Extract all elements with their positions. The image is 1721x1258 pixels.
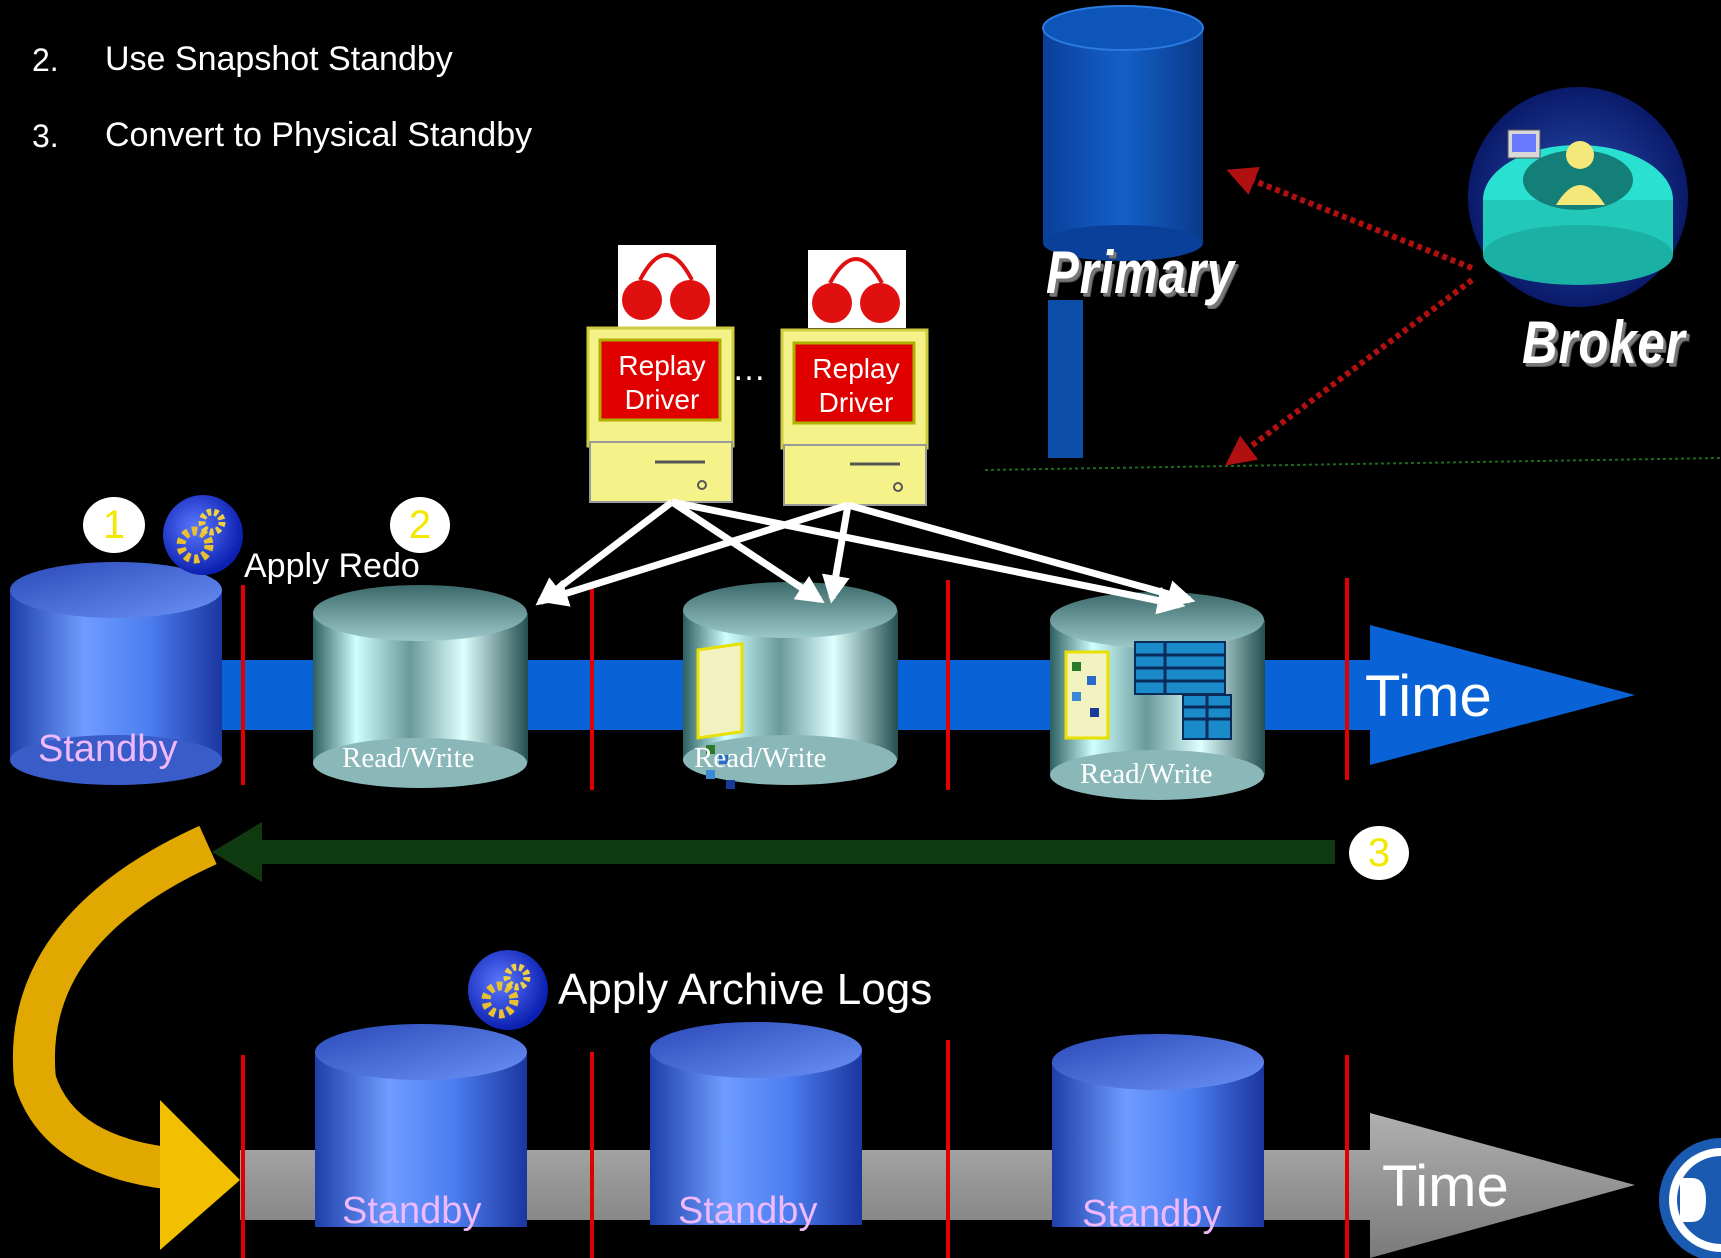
standby-label: Standby bbox=[678, 1190, 818, 1232]
read-write-label: Read/Write bbox=[342, 742, 475, 774]
time-label: Time bbox=[1365, 664, 1492, 729]
red-dividers bbox=[241, 578, 1349, 1258]
replay-driver-label: Replay Driver bbox=[812, 353, 900, 418]
read-write-label: Read/Write bbox=[1080, 758, 1213, 790]
step-text: Convert to Physical Standby bbox=[105, 116, 533, 154]
replay-driver-label: Replay Driver bbox=[618, 350, 706, 415]
grid-table-icon bbox=[696, 642, 744, 789]
gear-icon bbox=[163, 495, 243, 575]
timeline-gray-arrow bbox=[240, 1113, 1635, 1258]
replay-arrows bbox=[535, 498, 1196, 615]
broker-primary-link bbox=[1226, 166, 1474, 271]
site-separator-line bbox=[984, 457, 1721, 471]
standby-database-icon bbox=[315, 1024, 527, 1227]
curve-back-arrow bbox=[12, 825, 240, 1250]
table-stack-icon bbox=[1134, 641, 1232, 740]
apply-redo-label: Apply Redo bbox=[244, 547, 420, 585]
primary-standby-bar bbox=[1048, 300, 1083, 458]
step-text: Use Snapshot Standby bbox=[105, 40, 453, 78]
broker-console-icon bbox=[1468, 87, 1688, 307]
broker-standby-link bbox=[1225, 277, 1474, 466]
ellipsis-label: … bbox=[732, 350, 766, 388]
replay-client-icon bbox=[780, 250, 929, 506]
timeline-blue-arrow bbox=[220, 625, 1635, 765]
standby-label: Standby bbox=[38, 728, 178, 770]
step-badge: 1 bbox=[83, 497, 145, 553]
dell-logo-icon bbox=[1659, 1138, 1721, 1258]
broker-label: Broker bbox=[1522, 309, 1686, 376]
standby-database-icon bbox=[650, 1022, 862, 1225]
primary-database-icon bbox=[1042, 5, 1204, 261]
standby-database-icon bbox=[10, 562, 222, 785]
convert-back-arrow bbox=[212, 822, 1335, 882]
time-label: Time bbox=[1382, 1154, 1509, 1219]
grid-table-icon bbox=[1064, 650, 1110, 740]
step-number: 2. bbox=[32, 42, 59, 78]
step-badge: 2 bbox=[390, 497, 450, 553]
step-badge: 3 bbox=[1349, 826, 1409, 880]
replay-client-icon bbox=[586, 245, 735, 503]
gear-icon bbox=[468, 950, 548, 1030]
step-number: 3. bbox=[32, 118, 59, 154]
standby-database-icon bbox=[1052, 1034, 1264, 1227]
apply-archive-logs-label: Apply Archive Logs bbox=[558, 965, 933, 1014]
read-write-label: Read/Write bbox=[694, 742, 827, 774]
standby-label: Standby bbox=[1082, 1193, 1222, 1235]
standby-label: Standby bbox=[342, 1190, 482, 1232]
snapshot-database-icon bbox=[313, 585, 528, 788]
primary-label: Primary bbox=[1046, 239, 1235, 306]
